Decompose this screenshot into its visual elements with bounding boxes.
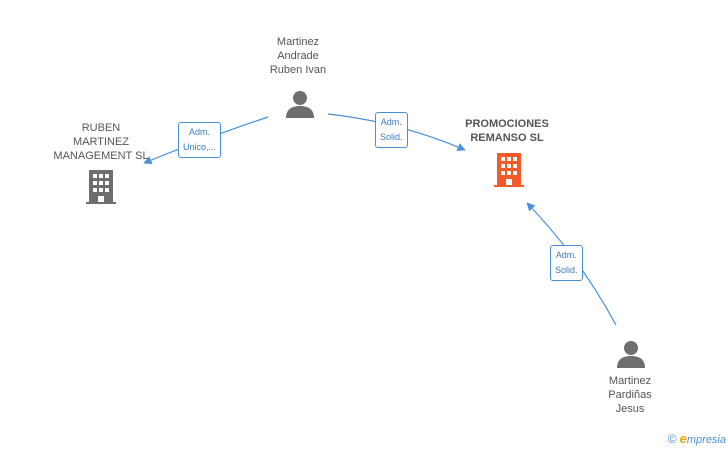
copyright-symbol: © <box>667 432 677 446</box>
name-line: RUBEN <box>81 122 121 134</box>
company-main-name[interactable]: PROMOCIONES REMANSO SL <box>448 117 566 145</box>
company-left-name[interactable]: RUBEN MARTINEZ MANAGEMENT SL <box>46 121 156 163</box>
person-top-name[interactable]: Martinez Andrade Ruben Ivan <box>258 35 338 77</box>
brand-name: mpresia <box>686 434 726 446</box>
edge-label-adm-solid-top[interactable]: Adm. Solid. <box>375 112 408 148</box>
name-line: Martinez <box>276 36 320 48</box>
empresia-watermark: ©empresia <box>668 431 726 446</box>
name-line: Pardiñas <box>608 389 652 401</box>
building-icon[interactable] <box>494 153 524 187</box>
name-line: MARTINEZ <box>72 136 130 148</box>
edge-label-line: Adm. <box>189 127 211 137</box>
building-icon[interactable] <box>86 170 116 204</box>
edge-label-adm-solid-bottom[interactable]: Adm. Solid. <box>550 245 583 281</box>
name-line: Jesus <box>615 403 645 415</box>
name-line: Ruben Ivan <box>269 64 327 76</box>
name-line: PROMOCIONES <box>465 118 549 130</box>
edge-label-line: Adm. <box>380 117 402 127</box>
edge-label-adm-unico[interactable]: Adm. Unico,... <box>178 122 222 158</box>
name-line: Andrade <box>277 50 319 62</box>
edge-label-line: Solid. <box>555 265 578 275</box>
edge-label-line: Adm. <box>555 250 577 260</box>
name-line: Martinez <box>608 375 652 387</box>
person-bottom-name[interactable]: Martinez Pardiñas Jesus <box>590 374 670 416</box>
name-line: REMANSO SL <box>470 132 544 144</box>
name-line: MANAGEMENT SL <box>53 150 149 162</box>
brand-initial: e <box>679 431 687 446</box>
person-icon[interactable] <box>616 340 646 370</box>
edge-label-line: Solid. <box>380 132 403 142</box>
person-icon[interactable] <box>285 90 315 120</box>
edge-label-line: Unico,... <box>183 142 217 152</box>
